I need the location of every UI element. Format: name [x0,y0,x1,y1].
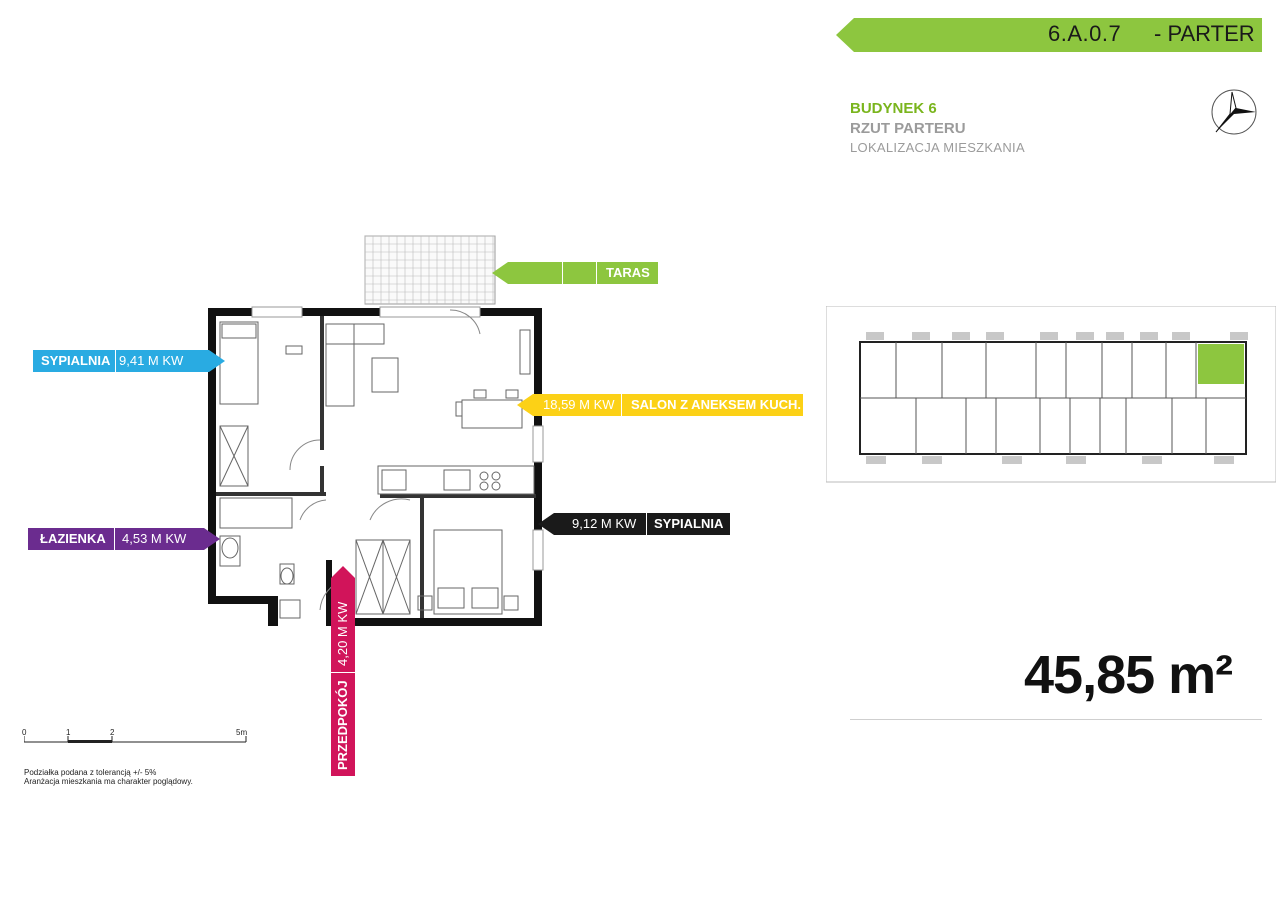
apartment-banner: 6.A.0.7 - PARTER [836,18,1262,52]
scale-tick-5m: 5m [236,728,248,737]
living-room-area: 18,59 M KW [543,397,615,412]
bedroom-1-area: 9,41 M KW [119,353,184,368]
scale-tick-1: 1 [66,728,71,737]
total-area: 45,85 m² [1024,645,1233,705]
plan-title: RZUT PARTERU [850,120,966,137]
hallway-name: PRZEDPOKÓJ [335,680,350,770]
apartment-floor: - PARTER [1154,21,1255,46]
hallway-area: 4,20 M KW [335,601,350,666]
apartment-code: 6.A.0.7 [1048,21,1122,46]
scale-tick-0: 0 [22,728,27,737]
compass-icon [1206,86,1262,138]
divider [850,719,1262,720]
scale-bar: 0 1 2 5m [22,728,254,762]
living-room-name: SALON Z ANEKSEM KUCH. [631,397,801,412]
banner-arrow-shape [836,18,1262,52]
terrace-area [364,235,496,305]
bathroom-name: ŁAZIENKA [40,531,106,546]
arrangement-note: Aranżacja mieszkania ma charakter pogląd… [24,777,193,786]
terrace-name: TARAS [606,265,650,280]
bedroom-1-name: SYPIALNIA [41,353,111,368]
building-title: BUDYNEK 6 [850,100,937,117]
location-title: LOKALIZACJA MIESZKANIA [850,140,1025,155]
bedroom-2-name: SYPIALNIA [654,516,724,531]
apartment-floor-plan [150,230,730,650]
label-hallway: 4,20 M KW PRZEDPOKÓJ [331,566,355,776]
bedroom-2-area: 9,12 M KW [572,516,637,531]
scale-tick-2: 2 [110,728,115,737]
highlighted-unit [1198,344,1244,384]
building-key-plan [825,305,1277,486]
scale-tolerance-note: Podziałka podana z tolerancją +/- 5% [24,768,157,777]
bathroom-area: 4,53 M KW [122,531,187,546]
